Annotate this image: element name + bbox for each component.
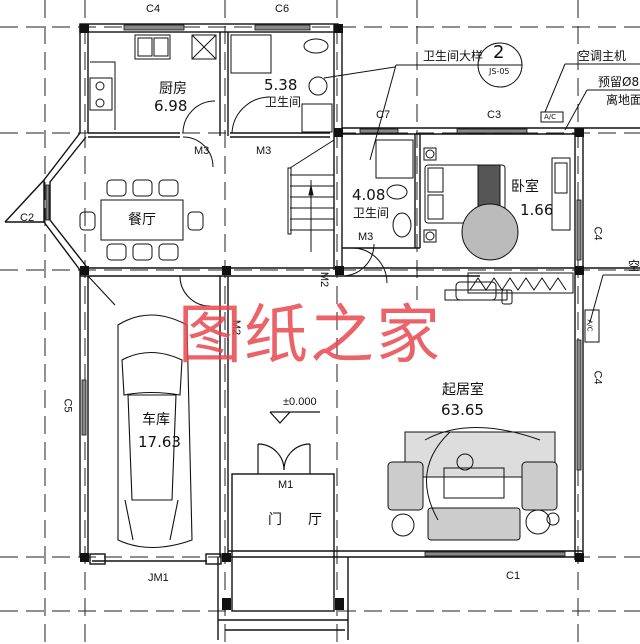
room-name-entry-left: 门: [268, 512, 282, 528]
bathroom-2-fixtures: [351, 139, 414, 284]
ac-tag: A/C: [544, 113, 557, 121]
window-label-c4-right-lower: C4: [591, 370, 604, 385]
ac-tag-2: A/C: [585, 319, 594, 332]
windows: [45, 24, 582, 557]
room-area-garage: 17.63: [138, 433, 181, 451]
door-label-jm1: JM1: [148, 572, 169, 584]
window-label-c4-right-upper: C4: [591, 226, 604, 241]
window-label-c4-top: C4: [146, 3, 161, 15]
room-name-garage: 车库: [142, 412, 170, 428]
room-area-living: 63.65: [441, 401, 484, 419]
living-room-fixtures: [387, 281, 560, 541]
dining-set: [79, 136, 214, 261]
door-label-m3-bath2: M3: [358, 231, 374, 243]
callouts: [369, 42, 640, 343]
bathroom-1-fixtures: [230, 34, 396, 134]
ac-reserve-note: 预留Ø80: [598, 75, 640, 89]
room-name-entry-right: 厅: [308, 512, 322, 528]
entry-doors: [257, 411, 320, 474]
door-label-m3-bath: M3: [256, 145, 272, 157]
room-area-bathroom-1: 5.38: [264, 76, 298, 94]
detail-number: 2: [493, 42, 505, 63]
stairs: [287, 139, 335, 252]
room-area-kitchen: 6.98: [154, 97, 188, 115]
car: [87, 275, 211, 548]
room-name-bathroom-2: 卫生间: [353, 206, 390, 220]
elevation-mark: ±0.000: [283, 396, 317, 408]
watermark-text: 图纸之家: [178, 299, 442, 373]
door-label-m3-kitchen: M3: [194, 145, 210, 157]
ac-height-note: 离地面: [606, 93, 640, 107]
room-name-living: 起居室: [442, 382, 484, 398]
room-name-kitchen: 厨房: [159, 81, 187, 97]
room-area-bathroom-2: 4.08: [352, 186, 386, 204]
room-area-bedroom: 1.66: [520, 201, 554, 219]
window-label-c7: C7: [376, 109, 391, 121]
window-label-c3: C3: [487, 109, 502, 121]
ac-right-partial: 空: [628, 259, 640, 273]
bath-detail-note: 卫生间大样: [423, 49, 484, 63]
ac-unit-note: 空调主机: [578, 49, 627, 63]
window-label-c5: C5: [61, 398, 74, 413]
columns: [80, 24, 584, 610]
door-label-m1: M1: [278, 479, 294, 491]
room-name-bedroom: 卧室: [511, 179, 539, 195]
detail-sheet: JS-05: [489, 67, 510, 76]
window-label-c6-top: C6: [275, 3, 290, 15]
room-name-bathroom-1: 卫生间: [265, 95, 302, 109]
walls: [4, 23, 640, 640]
window-label-c1: C1: [506, 570, 521, 582]
room-name-dining: 餐厅: [128, 212, 156, 228]
window-label-c2: C2: [20, 212, 35, 224]
kitchen-fixtures: [89, 34, 217, 134]
bedroom-fixtures: [341, 147, 574, 294]
